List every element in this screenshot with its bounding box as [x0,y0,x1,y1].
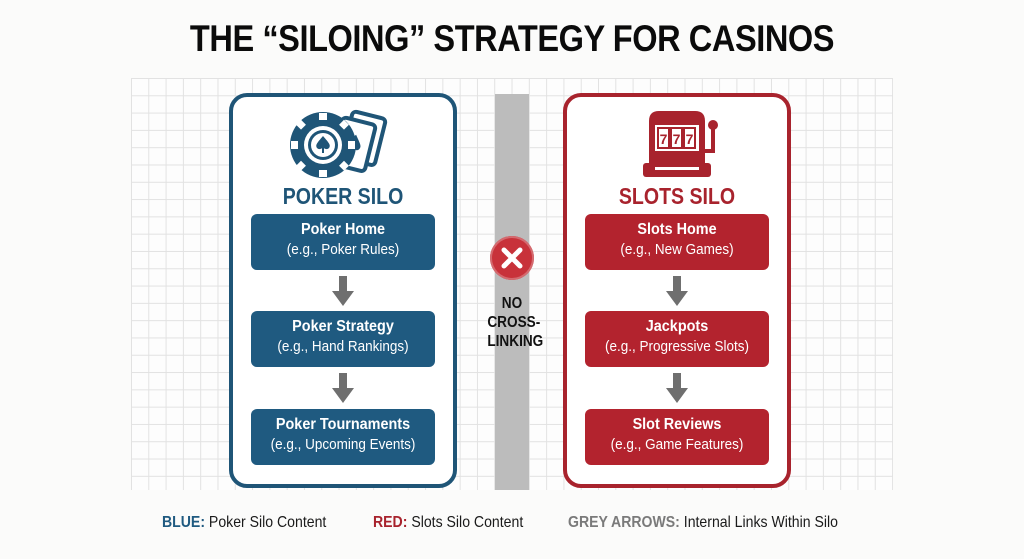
x-circle-icon [490,236,534,280]
legend-item-blue: BLUE: Poker Silo Content [162,514,326,532]
legend-key: RED: [373,514,408,531]
svg-text:7: 7 [686,131,694,147]
slots-silo: 7 7 7 SLOTS SILO Slots Home (e.g., New G… [563,93,791,488]
node-example: (e.g., New Games) [620,241,734,258]
svg-text:7: 7 [660,131,668,147]
down-arrow-icon [332,373,354,403]
slot-machine-777-icon: 7 7 7 [567,107,787,183]
node-example: (e.g., Poker Rules) [286,241,400,258]
slot-reviews-node: Slot Reviews (e.g., Game Features) [585,409,769,465]
node-example: (e.g., Progressive Slots) [604,338,750,355]
down-arrow-icon [332,276,354,306]
svg-text:7: 7 [673,131,681,147]
poker-tournaments-node: Poker Tournaments (e.g., Upcoming Events… [251,409,435,465]
node-example: (e.g., Hand Rankings) [277,338,409,355]
down-arrow-icon [666,276,688,306]
legend-text: Poker Silo Content [205,514,327,531]
poker-strategy-node: Poker Strategy (e.g., Hand Rankings) [251,311,435,367]
silo-divider-bar [495,94,529,490]
label-line: CROSS- [487,314,541,331]
node-title: Poker Tournaments [275,416,411,433]
slots-home-node: Slots Home (e.g., New Games) [585,214,769,270]
poker-silo: POKER SILO Poker Home (e.g., Poker Rules… [229,93,457,488]
node-example: (e.g., Game Features) [610,436,744,453]
node-title: Slots Home [637,221,717,238]
node-example: (e.g., Upcoming Events) [270,436,416,453]
legend-key: BLUE: [162,514,206,531]
poker-home-node: Poker Home (e.g., Poker Rules) [251,214,435,270]
slots-silo-title: SLOTS SILO [618,183,736,209]
poker-chip-and-cards-icon [233,107,453,183]
legend-item-red: RED: Slots Silo Content [373,514,523,532]
page-title: THE “SILOING” STRATEGY FOR CASINOS [189,18,835,59]
legend-key: GREY ARROWS: [568,514,680,531]
node-title: Poker Strategy [292,318,394,335]
legend-text: Slots Silo Content [407,514,524,531]
node-title: Slot Reviews [632,416,722,433]
label-line: LINKING [487,333,544,350]
poker-silo-title: POKER SILO [282,183,404,209]
jackpots-node: Jackpots (e.g., Progressive Slots) [585,311,769,367]
legend-item-grey: GREY ARROWS: Internal Links Within Silo [568,514,838,532]
down-arrow-icon [666,373,688,403]
node-title: Poker Home [300,221,386,238]
no-cross-linking-marker: NO CROSS- LINKING [483,236,544,351]
no-cross-linking-label: NO CROSS- LINKING [487,294,544,351]
legend-text: Internal Links Within Silo [679,514,838,531]
node-title: Jackpots [645,318,709,335]
label-line: NO [501,295,523,312]
